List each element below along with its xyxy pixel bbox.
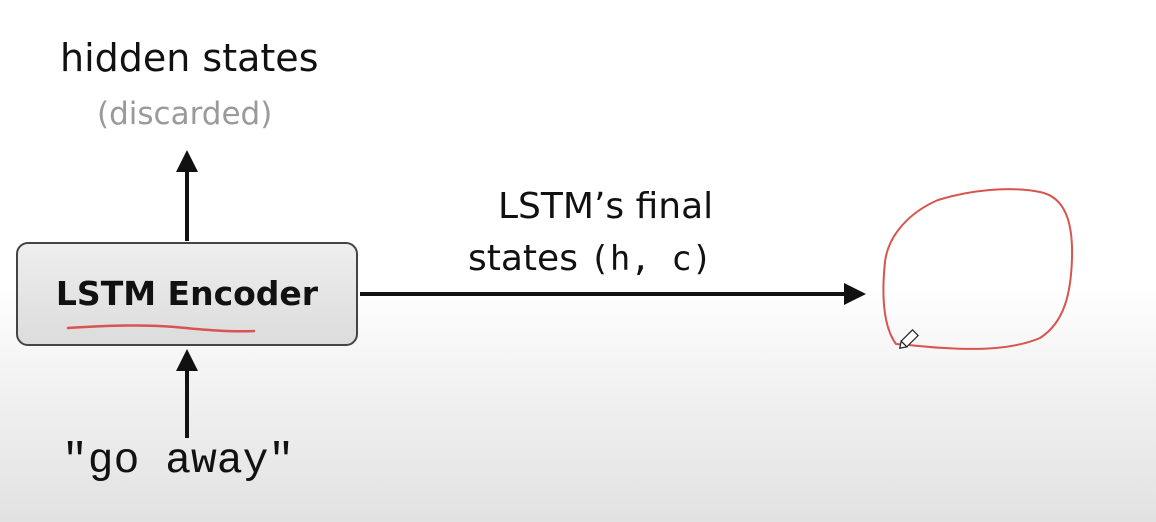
final-states-word: states [468,238,578,279]
pencil-cursor-icon [898,329,919,350]
input-sequence-text: "go away" [62,436,295,485]
red-circle-annotation [882,188,1074,350]
up-arrow-input [176,349,198,438]
red-underline-annotation [66,324,256,333]
right-arrow-final-states [360,283,866,305]
lstm-encoder-label: LSTM Encoder [55,274,319,313]
final-states-label-line2: states (h, c) [468,238,712,279]
discarded-note: (discarded) [97,96,273,132]
final-states-code: (h, c) [589,239,713,279]
hidden-states-label: hidden states [60,36,319,80]
final-states-label-line1: LSTM’s final [498,186,714,227]
up-arrow-output [176,150,198,241]
